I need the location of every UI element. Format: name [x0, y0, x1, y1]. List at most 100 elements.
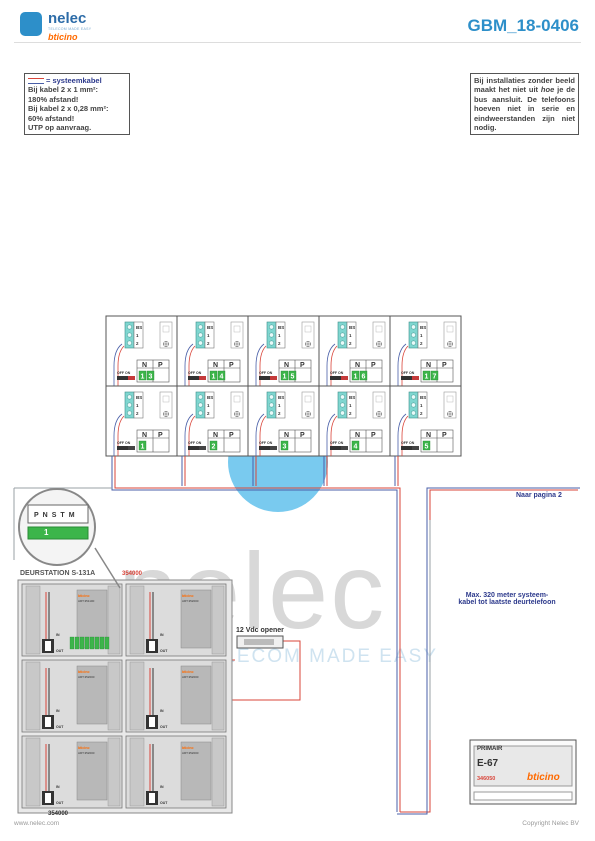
off-on-label: OFF ON: [330, 441, 344, 445]
crosshair-lines: [163, 341, 169, 347]
terminal-screw: [340, 410, 345, 416]
terminal-label-box: [417, 391, 428, 419]
terminal-screw: [127, 410, 132, 416]
off-on-label: OFF ON: [401, 441, 415, 445]
module-out-label: OUT: [160, 649, 168, 653]
address-digit: 4: [220, 374, 224, 381]
door-station-panel: bticinoART.351100INOUTbticinoART.352000I…: [17, 579, 233, 814]
address-digit-box: [430, 370, 439, 381]
module-in-label: IN: [160, 633, 164, 637]
module-brand: bticino: [78, 746, 89, 750]
off-on-label: OFF ON: [188, 441, 202, 445]
terminal-strip-cell: [79, 636, 85, 650]
watermark-tagline: TELECOM MADE EASY: [196, 646, 438, 667]
handset-slot: [446, 395, 454, 403]
address-digit-box: [217, 370, 226, 381]
power-switch-knob: [270, 376, 277, 380]
brand-tagline: TELECOM MADE EASY: [48, 27, 92, 31]
terminal-label: 1: [278, 403, 281, 408]
nelec-logo-icon: [20, 12, 42, 36]
address-digit: 7: [433, 374, 437, 381]
power-switch-knob: [341, 446, 348, 450]
off-on-label: OFF ON: [330, 371, 344, 375]
module-out-label: OUT: [160, 725, 168, 729]
dip-label: S: [51, 512, 61, 519]
power-switch: [117, 376, 135, 380]
bus-note-pre: Bij installaties zonder beeld maakt het …: [474, 76, 575, 95]
phone-cable-red: [259, 415, 267, 456]
terminal-label: 2: [136, 341, 139, 346]
address-digit-box: [422, 440, 431, 451]
power-switch-knob: [412, 446, 419, 450]
terminal-label-box: [133, 391, 144, 419]
psu-brand: bticino: [527, 772, 560, 783]
terminal-label: 1: [207, 403, 210, 408]
address-digit: 6: [362, 374, 366, 381]
power-switch: [259, 446, 277, 450]
terminal-label-box: [417, 321, 428, 349]
header-divider: [14, 42, 581, 43]
address-digit: 1: [283, 374, 287, 381]
address-digit: 4: [354, 444, 358, 451]
power-switch-knob: [412, 376, 419, 380]
next-page-label: Naar pagina 2: [516, 492, 562, 499]
np-label-p: P: [158, 432, 163, 439]
terminal-label: BS: [349, 325, 355, 330]
dip-switch-magnifier: [18, 488, 121, 589]
terminal-label: BS: [420, 395, 426, 400]
terminal-label: 1: [420, 333, 423, 338]
terminal-screw: [198, 340, 203, 346]
address-digit: 1: [141, 374, 145, 381]
np-label-p: P: [442, 362, 447, 369]
address-digit-box: [209, 370, 218, 381]
np-label-n: N: [355, 432, 360, 439]
dip-value: 1: [44, 528, 49, 537]
phone-cable-blue: [184, 413, 194, 456]
phone-cable-red: [188, 415, 196, 456]
module-brand: bticino: [182, 594, 193, 598]
module-out-label: OUT: [56, 725, 64, 729]
terminal-label: BS: [136, 395, 142, 400]
terminal-screw: [411, 324, 416, 330]
phone-cable-red: [259, 345, 267, 386]
crosshair-lines: [376, 341, 382, 347]
address-digit-box: [351, 440, 360, 451]
terminal-label-box: [204, 391, 215, 419]
terminal-label: 1: [278, 333, 281, 338]
bus-note-post: je de bus aansluit. De telefoons hoeven …: [474, 85, 575, 133]
footer-copyright: Copyright Nelec BV: [522, 820, 579, 827]
address-digit-box: [351, 370, 360, 381]
np-label-p: P: [229, 432, 234, 439]
np-label-p: P: [300, 432, 305, 439]
handset-slot: [233, 325, 241, 333]
terminal-screw: [411, 340, 416, 346]
power-switch-knob: [270, 446, 277, 450]
address-digit: 1: [354, 374, 358, 381]
phone-cable-red: [330, 345, 338, 386]
terminal-label: 2: [349, 411, 352, 416]
module-side: [211, 737, 225, 807]
module-in-label: IN: [56, 709, 60, 713]
power-switch-knob: [199, 446, 206, 450]
power-switch: [188, 446, 206, 450]
address-digit-box: [280, 440, 289, 451]
np-label-p: P: [371, 362, 376, 369]
terminal-label-box: [204, 321, 215, 349]
handset-slot: [375, 325, 383, 333]
terminal-label: 1: [349, 333, 352, 338]
address-digit: 5: [425, 444, 429, 451]
terminal-strip: [69, 636, 110, 650]
address-digit: 1: [212, 374, 216, 381]
cable-note-title: = systeemkabel: [46, 76, 102, 85]
footer-website: www.nelec.com: [14, 820, 60, 827]
phone-cable-red: [188, 345, 196, 386]
crosshair-lines: [234, 411, 240, 417]
module-connector-slot: [149, 641, 155, 651]
